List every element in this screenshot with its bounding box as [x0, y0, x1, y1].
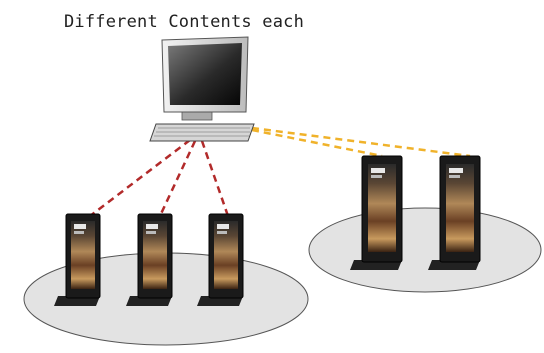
desktop-computer-icon — [149, 36, 255, 142]
link-kiosk-3 — [200, 140, 230, 217]
kiosk-5 — [428, 155, 481, 270]
platform-right — [308, 207, 542, 293]
digital-signage-kiosk-icon — [428, 155, 481, 270]
link-kiosk-4 — [251, 128, 383, 158]
kiosk-1 — [54, 213, 101, 306]
connections-right — [251, 126, 471, 158]
diagram-title: Different Contents each — [64, 12, 305, 32]
digital-signage-kiosk-icon — [197, 213, 244, 306]
kiosk-4 — [350, 155, 403, 270]
link-kiosk-2 — [158, 140, 197, 217]
link-kiosk-1 — [89, 139, 191, 217]
digital-signage-kiosk-icon — [54, 213, 101, 306]
connections-left — [89, 139, 230, 217]
digital-signage-kiosk-icon — [126, 213, 173, 306]
link-kiosk-5 — [251, 126, 471, 158]
kiosk-2 — [126, 213, 173, 306]
digital-signage-kiosk-icon — [350, 155, 403, 270]
kiosk-3 — [197, 213, 244, 306]
